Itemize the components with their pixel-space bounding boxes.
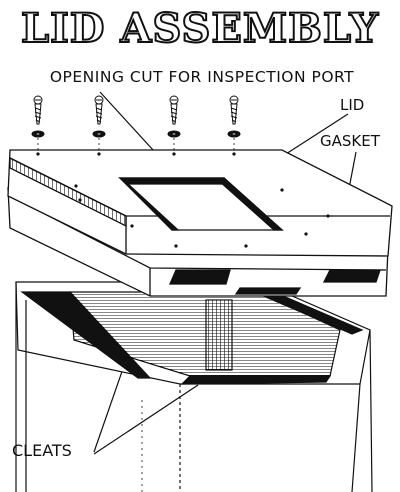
label-cleats: CLEATS: [12, 441, 72, 460]
screws: [31, 95, 241, 152]
label-gasket: GASKET: [320, 132, 381, 150]
screw-icon: [31, 95, 45, 138]
screw-icon: [227, 95, 241, 138]
screw-icon: [167, 95, 181, 138]
cleat-front: [180, 375, 332, 385]
screw-icon: [92, 95, 106, 138]
diagram-title: LID ASSEMBLY: [21, 5, 379, 52]
lid: [7, 149, 393, 257]
box-with-cleats: [15, 281, 373, 492]
label-opening: OPENING CUT FOR INSPECTION PORT: [50, 68, 354, 86]
cleat-left: [20, 291, 152, 379]
label-lid: LID: [340, 96, 364, 114]
